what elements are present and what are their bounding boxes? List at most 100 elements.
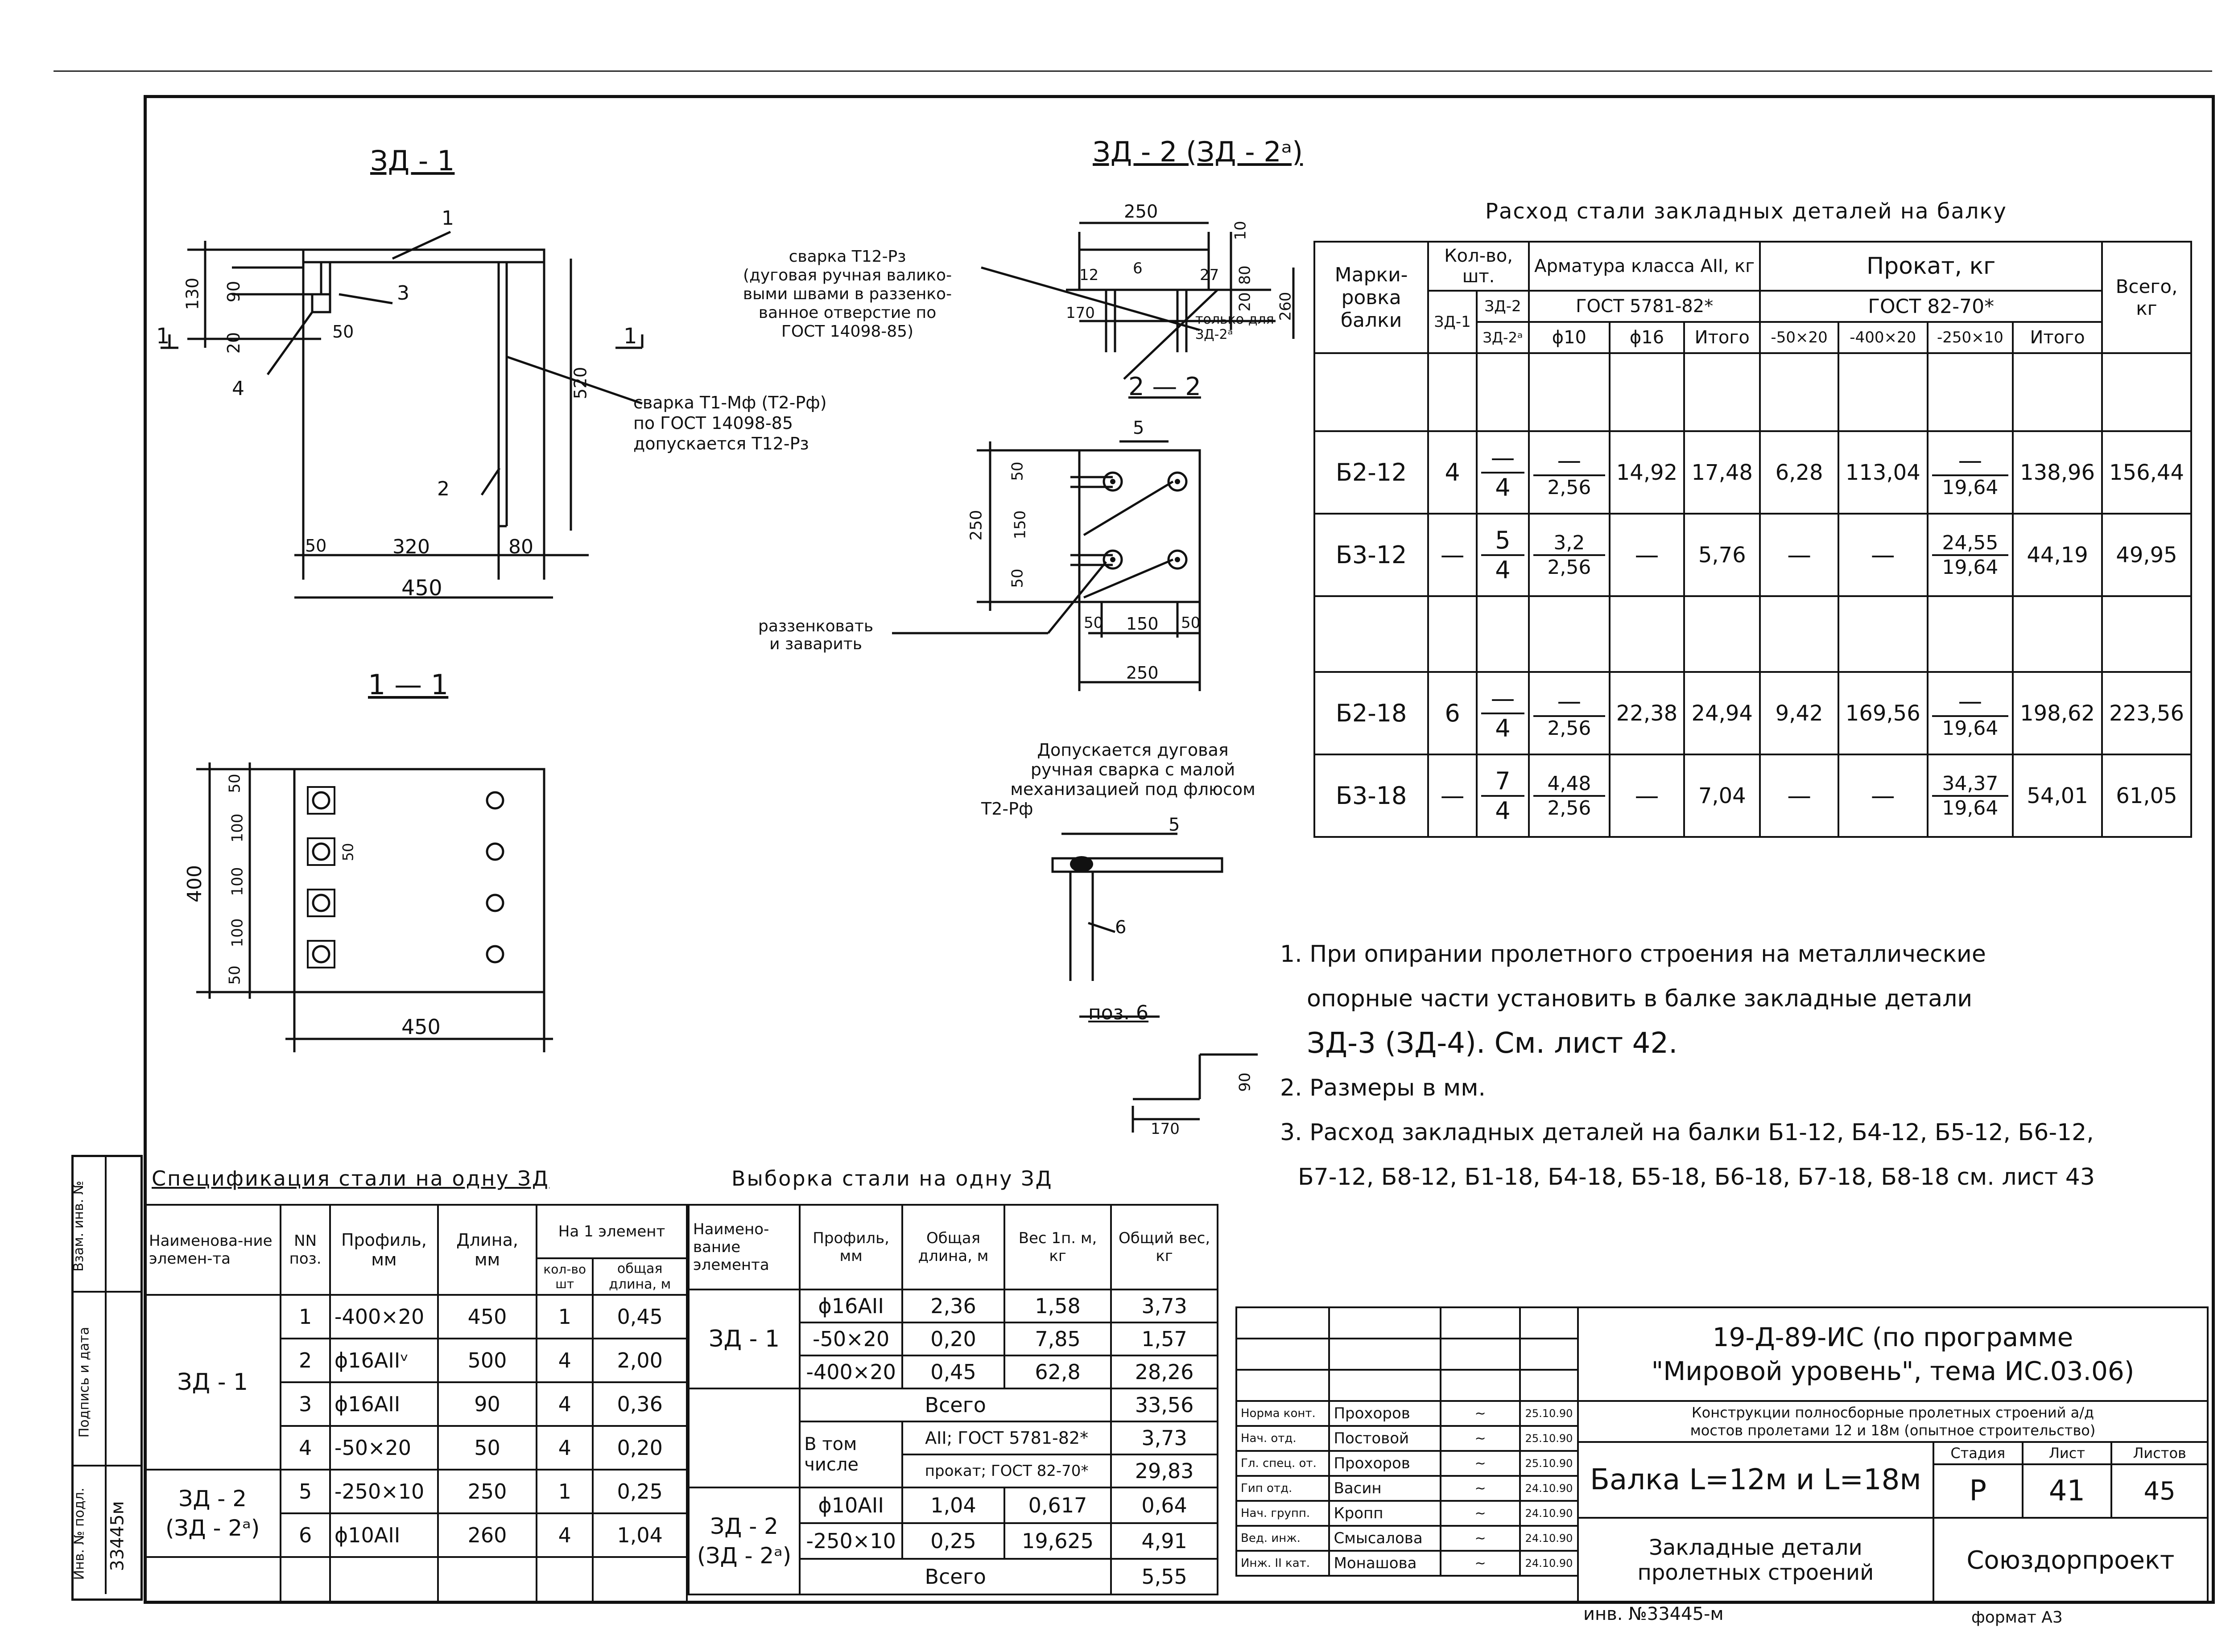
table-row: 2 ϕ16АIIᵛ 500 4 2,00 <box>145 1338 688 1383</box>
table-row: ЗД - 2(ЗД - 2ᵃ) ϕ10АII 1,04 0,617 0,64 <box>687 1487 1218 1595</box>
signature-row: Инж. II кат.Монашова~24.10.90 <box>1235 1550 1579 1577</box>
table-row: ЗД - 1 ϕ16АII 2,36 1,58 3,73 <box>687 1289 1218 1389</box>
zd1-dim-450: 450 <box>401 576 442 601</box>
countersink-note: раззенковать и заварить <box>758 617 874 653</box>
sec22-dim-h250: 250 <box>1126 663 1159 683</box>
table-row: -50×20 0,20 7,85 1,57 <box>689 1322 1218 1356</box>
zd1-callout-1: 1 <box>442 207 454 230</box>
zd1-pad <box>311 293 331 313</box>
sec11-dim-100a: 100 <box>228 813 247 843</box>
sec11-dim-100c: 100 <box>228 918 247 948</box>
zd2-dim-6: 6 <box>1133 260 1143 277</box>
table-row: ЗД - 1 1 -400×20 450 1 0,45 <box>143 1294 688 1471</box>
sheets-value: 45 <box>2110 1463 2209 1519</box>
signature: ~ <box>1440 1400 1521 1427</box>
col-rolled-gost: ГОСТ 82-70* <box>1759 290 2103 323</box>
format-label: формат А3 <box>1971 1608 2063 1627</box>
signature-row: Вед. инж.Смысалова~24.10.90 <box>1235 1525 1579 1552</box>
doc-desc: Конструкции полносборные пролетных строе… <box>1691 1404 2094 1421</box>
zd2-dim-260: 260 <box>1276 292 1295 321</box>
sec22-dim-h50b: 50 <box>1181 614 1201 632</box>
table-row: Б2-12 4 —4 —2,56 14,92 17,48 6,28 113,04… <box>1313 430 2192 515</box>
zd2-view-title: ЗД - 2 (ЗД - 2ᵃ) <box>1093 136 1303 168</box>
col-rolled: Прокат, кг <box>1759 241 2103 292</box>
col-p2: -400×20 <box>1837 321 1929 354</box>
weld-note-t1: сварка Т1-Мф (Т2-Рф) по ГОСТ 14098-85 до… <box>633 393 827 453</box>
note-3-cont: Б7-12, Б8-12, Б1-18, Б4-18, Б5-18, Б6-18… <box>1298 1164 2095 1191</box>
zd2-dim-80: 80 <box>1236 265 1254 285</box>
signature: ~ <box>1440 1550 1521 1577</box>
signature: ~ <box>1440 1425 1521 1452</box>
col-d16: ϕ16 <box>1608 321 1685 354</box>
zd1-callout-3: 3 <box>397 282 409 305</box>
col-p3: -250×10 <box>1926 321 2014 354</box>
col-zd2a: ЗД-2ᵃ <box>1475 321 1530 354</box>
sec22-dim-v150: 150 <box>1011 510 1029 540</box>
pos6-title: поз. 6 <box>1088 1001 1149 1024</box>
col-zd2: ЗД-2 <box>1475 290 1530 323</box>
sec11-dim-50b: 50 <box>226 965 244 985</box>
sec11-dim-50-pad: 50 <box>339 843 357 861</box>
signature: ~ <box>1440 1525 1521 1552</box>
zd1-section-mark-left: 1 <box>156 324 170 349</box>
doc-name: Балка L=12м и L=18м <box>1577 1441 1934 1519</box>
sheet-frame <box>144 95 2215 1604</box>
weld-note-t12: сварка Т12-Рз (дуговая ручная валико- вы… <box>743 247 952 341</box>
table-row: ЗД - 2(ЗД - 2ᵃ) 5 -250×10 250 1 0,25 <box>143 1469 688 1558</box>
consumption-title: Расход стали закладных деталей на балку <box>1485 199 2007 224</box>
doc-code-2: "Мировой уровень", тема ИС.03.06) <box>1651 1356 2135 1386</box>
pos6-dim-90: 90 <box>1236 1072 1254 1092</box>
signature-row: Гип отд.Васин~24.10.90 <box>1235 1475 1579 1502</box>
notes-block: 1. При опирании пролетного строения на м… <box>1280 932 2095 1199</box>
sec22-title: 2 — 2 <box>1128 372 1201 401</box>
col-zd1: ЗД-1 <box>1427 290 1478 354</box>
col-total: Итого <box>1683 321 1761 354</box>
sec22-callout-5: 5 <box>1133 418 1144 438</box>
table-row: Всего 33,56 <box>687 1388 1218 1488</box>
zd1-view-title: ЗД - 1 <box>370 144 455 177</box>
table-row: прокат; ГОСТ 82-70* 29,83 <box>689 1454 1218 1488</box>
pos6-callout-6: 6 <box>1115 917 1127 938</box>
zd1-plate <box>302 248 545 264</box>
col-mark: Марки-ровка балки <box>1313 241 1429 354</box>
sec11-dim-400: 400 <box>183 865 206 902</box>
signature-row: Гл. спец. от.Прохоров~25.10.90 <box>1235 1450 1579 1477</box>
col-rebar-gost: ГОСТ 5781-82* <box>1528 290 1761 323</box>
zd2-dim-20: 20 <box>1236 292 1254 312</box>
sec11-dim-450: 450 <box>401 1015 441 1039</box>
stage-value: Р <box>1932 1463 2024 1519</box>
zd1-section-mark-right: 1 <box>624 324 637 349</box>
signature: ~ <box>1440 1500 1521 1527</box>
note-1-cont2: ЗД-3 (ЗД-4). См. лист 42. <box>1307 1027 1678 1060</box>
sec11-title: 1 — 1 <box>368 668 449 701</box>
zd1-dim-80: 80 <box>508 536 533 558</box>
sec11-plate <box>293 768 545 993</box>
table-row: В том числе АII; ГОСТ 5781-82* 3,73 <box>689 1421 1218 1488</box>
zd1-dim-520: 520 <box>570 367 591 400</box>
pos6-callout-5: 5 <box>1169 815 1180 835</box>
side-label-sign: Подпись и дата <box>76 1327 92 1438</box>
note-1: 1. При опирании пролетного строения на м… <box>1280 941 1986 968</box>
zd1-callout-2: 2 <box>437 478 450 500</box>
selection-title: Выборка стали на одну ЗД <box>731 1166 1053 1191</box>
signature: ~ <box>1440 1475 1521 1502</box>
note-3: 3. Расход закладных деталей на балки Б1-… <box>1280 1119 2094 1146</box>
inventory-stamp: инв. №33445-м <box>1583 1604 1724 1624</box>
selection-table: Наимено-вание элемента Профиль, мм Общая… <box>687 1204 1218 1595</box>
table-row: Всего 5,55 <box>689 1558 1218 1595</box>
sec22-dim-v50b: 50 <box>1008 569 1027 588</box>
org-name: Союздорпроект <box>1932 1517 2209 1603</box>
zd2-dim-250: 250 <box>1124 202 1158 222</box>
pos6-dim-170: 170 <box>1151 1120 1180 1138</box>
part-title: Закладные детали <box>1649 1535 1862 1560</box>
zd1-dim-20: 20 <box>224 332 244 354</box>
sec22-dim-v250: 250 <box>967 510 986 541</box>
col-sum: Всего, кг <box>2101 241 2192 354</box>
zd1-callout-4: 4 <box>232 377 244 400</box>
pos6-plate <box>1051 857 1223 873</box>
col-p1: -50×20 <box>1759 321 1839 354</box>
table-row: -400×20 0,45 62,8 28,26 <box>689 1355 1218 1389</box>
pos6-weld-note: Допускается дуговая ручная сварка с мало… <box>981 740 1255 819</box>
col-qty: Кол-во, шт. <box>1427 241 1530 292</box>
